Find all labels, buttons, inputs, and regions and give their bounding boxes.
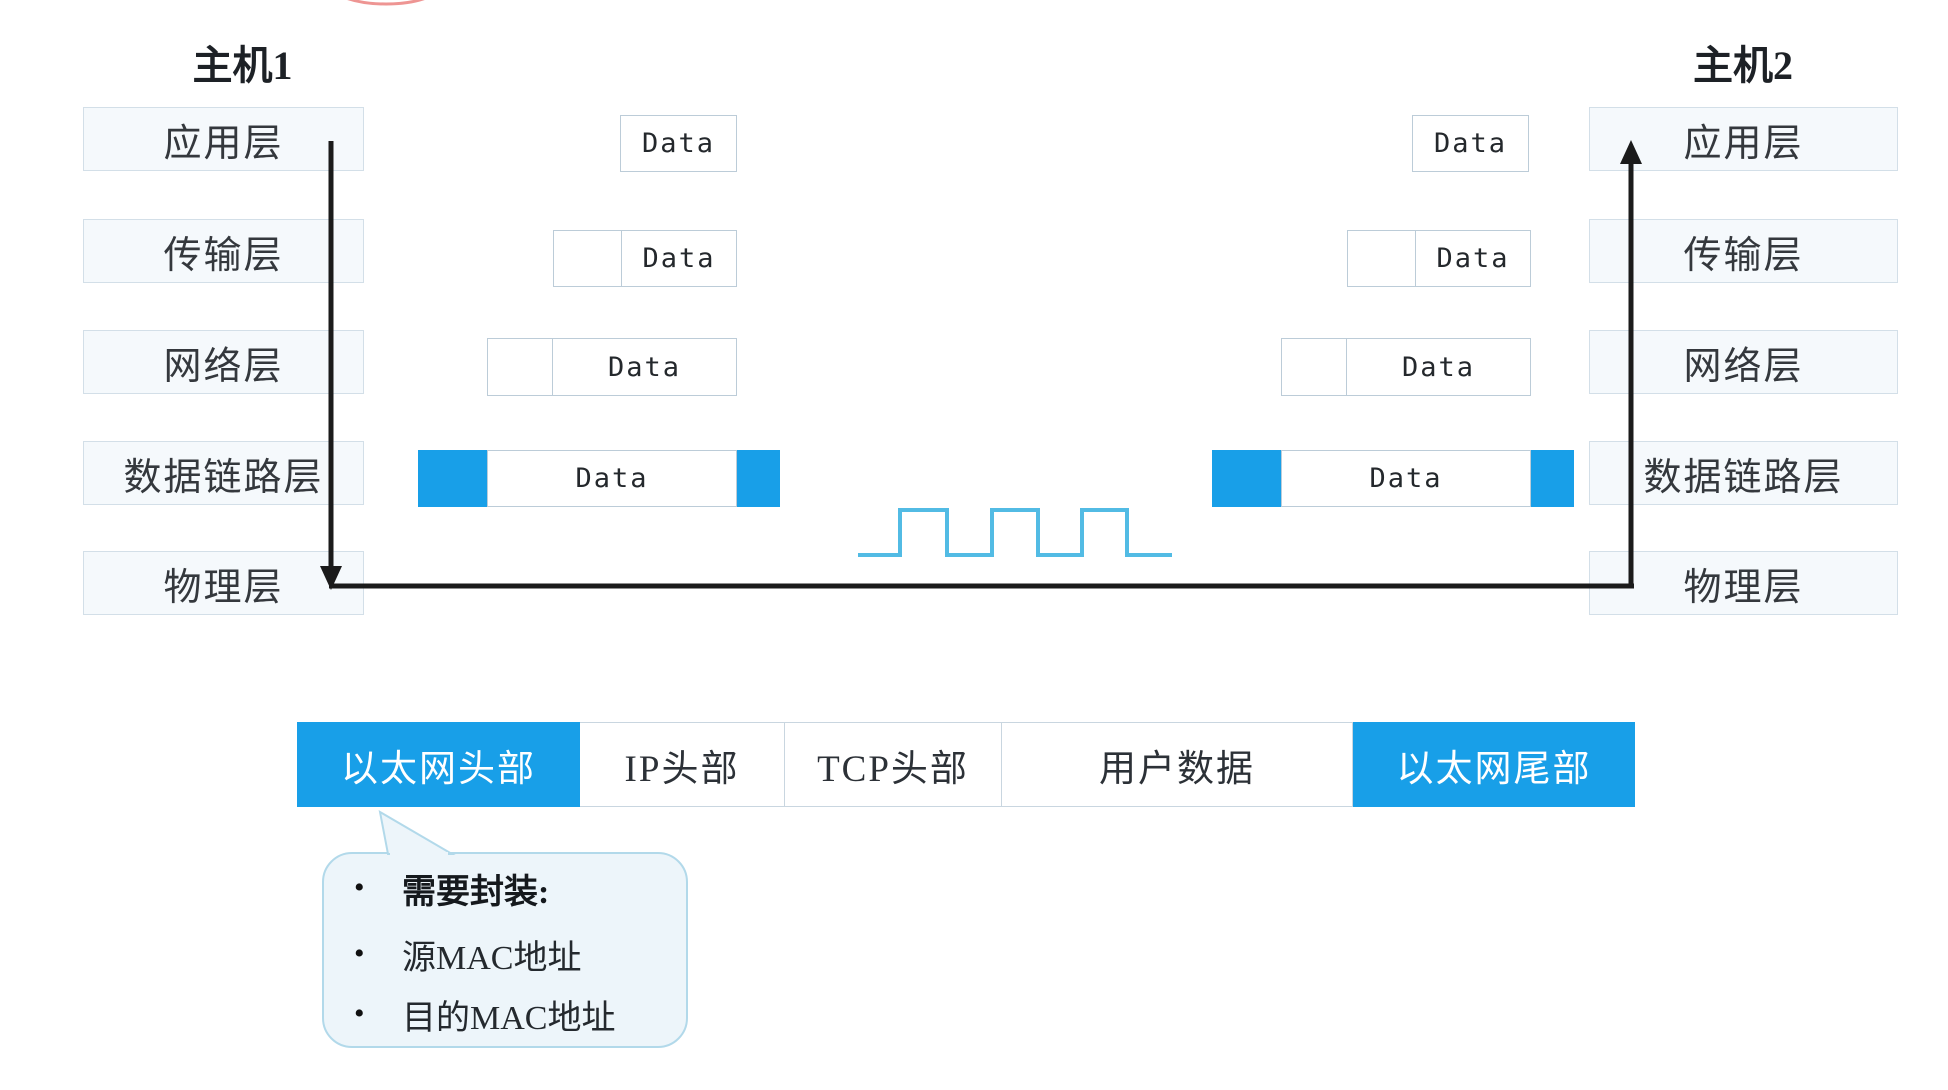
pdu-data-cell: Data [1412, 115, 1529, 172]
ip-header-cell [1281, 338, 1347, 396]
host1-frame-transport: Data [553, 230, 737, 287]
host1-frame-network: Data [487, 338, 737, 396]
pdu-data-cell: Data [487, 450, 737, 507]
host2-frame-datalink: Data [1212, 450, 1574, 507]
host1-layer-datalink: 数据链路层 [83, 441, 364, 505]
pdu-data-cell: Data [622, 230, 737, 287]
pdu-data-cell: Data [1281, 450, 1531, 507]
pdu-data-cell: Data [620, 115, 737, 172]
host1-layer-application: 应用层 [83, 107, 364, 171]
host2-layer-application: 应用层 [1589, 107, 1898, 171]
bullet-icon: • [354, 997, 365, 1030]
callout-item: • 需要封装: [324, 866, 686, 911]
ethernet-header-cell [1212, 450, 1281, 507]
frame-seg-user-data: 用户数据 [1002, 722, 1353, 807]
frame-seg-tcp-header: TCP头部 [785, 722, 1002, 807]
host1-layer-network: 网络层 [83, 330, 364, 394]
tcp-header-cell [553, 230, 622, 287]
host2-layer-datalink: 数据链路层 [1589, 441, 1898, 505]
ethernet-frame-bar: 以太网头部 IP头部 TCP头部 用户数据 以太网尾部 [297, 722, 1635, 807]
host1-frame-datalink: Data [418, 450, 780, 507]
host2-frame-application: Data [1412, 115, 1529, 172]
red-annotation-arc [347, 0, 425, 6]
host2-title: 主机2 [1693, 43, 1793, 88]
ethernet-header-cell [418, 450, 487, 507]
pdu-data-cell: Data [1347, 338, 1531, 396]
bullet-icon: • [354, 937, 365, 970]
host1-title: 主机1 [192, 43, 293, 88]
pdu-data-cell: Data [553, 338, 737, 396]
frame-seg-ip-header: IP头部 [580, 722, 785, 807]
ethernet-trailer-cell [737, 450, 780, 507]
frame-seg-ethernet-header: 以太网头部 [297, 722, 580, 807]
tcp-header-cell [1347, 230, 1416, 287]
host2-layer-transport: 传输层 [1589, 219, 1898, 283]
pdu-data-cell: Data [1416, 230, 1531, 287]
frame-seg-ethernet-trailer: 以太网尾部 [1353, 722, 1635, 807]
callout-item: • 目的MAC地址 [324, 992, 686, 1037]
host1-layer-physical: 物理层 [83, 551, 364, 615]
host2-layer-physical: 物理层 [1589, 551, 1898, 615]
host2-frame-transport: Data [1347, 230, 1531, 287]
host2-frame-network: Data [1281, 338, 1531, 396]
ip-header-cell [487, 338, 553, 396]
callout-item: • 源MAC地址 [324, 932, 686, 977]
callout-text: 源MAC地址 [402, 939, 582, 977]
host1-frame-application: Data [620, 115, 737, 172]
host2-layer-network: 网络层 [1589, 330, 1898, 394]
callout-text: 需要封装: [402, 873, 550, 911]
callout-text: 目的MAC地址 [402, 999, 616, 1037]
ethernet-trailer-cell [1531, 450, 1574, 507]
host1-layer-transport: 传输层 [83, 219, 364, 283]
callout-bubble: • 需要封装: • 源MAC地址 • 目的MAC地址 [322, 852, 688, 1048]
bullet-icon: • [354, 871, 365, 904]
signal-wave-icon [858, 508, 1172, 557]
